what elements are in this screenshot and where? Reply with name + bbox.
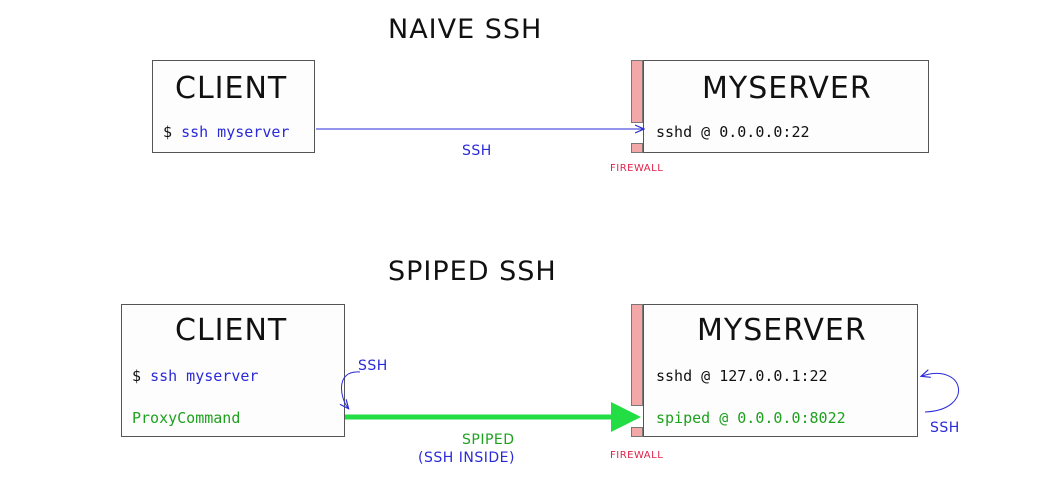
spiped-client-title: CLIENT: [175, 313, 288, 348]
spiped-server-loop-arrow: [922, 373, 960, 413]
naive-firewall-label: FIREWALL: [610, 163, 664, 174]
naive-server-title: MYSERVER: [702, 71, 872, 106]
spiped-server-title: MYSERVER: [697, 313, 867, 348]
spiped-arrow-label-1: SPIPED: [462, 432, 515, 448]
spiped-server-box: MYSERVER sshd @ 127.0.0.1:22 spiped @ 0.…: [643, 304, 918, 437]
naive-arrow-label: SSH: [462, 143, 492, 159]
naive-firewall: [631, 60, 643, 123]
naive-prompt: $: [163, 123, 173, 141]
naive-client-box: CLIENT $ ssh myserver: [152, 60, 315, 153]
spiped-client-loop-arrow: [341, 371, 361, 408]
spiped-prompt: $: [132, 367, 142, 385]
spiped-firewall-label: FIREWALL: [610, 450, 664, 461]
spiped-server-loop-label: SSH: [930, 420, 960, 436]
naive-client-title: CLIENT: [175, 71, 288, 106]
naive-server-box: MYSERVER sshd @ 0.0.0.0:22: [643, 60, 929, 153]
spiped-server-sshd: sshd @ 127.0.0.1:22: [656, 367, 828, 385]
spiped-client-command: $ ssh myserver: [132, 367, 258, 385]
spiped-ssh-title: SPIPED SSH: [388, 256, 557, 287]
naive-ssh-command: ssh myserver: [181, 123, 290, 141]
spiped-ssh-command: ssh myserver: [150, 367, 259, 385]
spiped-client-loop-label: SSH: [358, 358, 388, 374]
spiped-server-spiped: spiped @ 0.0.0.0:8022: [656, 409, 846, 427]
spiped-proxycommand: ProxyCommand: [132, 409, 241, 427]
naive-firewall-lower: [631, 143, 643, 153]
spiped-arrow-label-2: (SSH INSIDE): [418, 450, 515, 466]
naive-server-sshd: sshd @ 0.0.0.0:22: [656, 123, 810, 141]
naive-client-command: $ ssh myserver: [163, 123, 289, 141]
naive-ssh-title: NAIVE SSH: [388, 14, 543, 45]
spiped-client-box: CLIENT $ ssh myserver ProxyCommand: [121, 304, 345, 437]
